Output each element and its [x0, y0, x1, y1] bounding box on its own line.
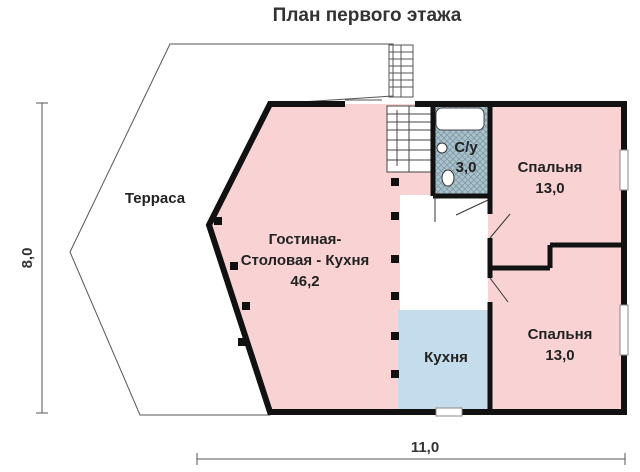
bedroom1-label: Спальня	[518, 159, 583, 176]
bedroom1-floor	[490, 104, 624, 250]
living-label-line1: Гостиная-	[269, 231, 342, 248]
bathroom-label: С/у	[454, 139, 478, 156]
width-dimension	[196, 453, 626, 465]
living-label-line2: Столовая - Кухня	[241, 252, 370, 269]
kitchen-floor	[398, 310, 488, 410]
toilet-icon	[441, 169, 455, 187]
bedroom2-area: 13,0	[545, 347, 574, 364]
bedroom1-area: 13,0	[535, 180, 564, 197]
windows	[435, 149, 629, 417]
entry-stairs	[388, 44, 414, 98]
sink-icon	[436, 142, 448, 154]
door-swings	[434, 196, 511, 303]
height-dimension	[36, 102, 48, 414]
terrace-label: Терраса	[125, 190, 186, 207]
living-area: 46,2	[290, 273, 319, 290]
bedroom2-label: Спальня	[528, 326, 593, 343]
width-dimension-label: 11,0	[411, 439, 439, 456]
interior-stair	[386, 105, 432, 173]
kitchen-label: Кухня	[424, 349, 468, 366]
height-dimension-label: 8,0	[19, 248, 36, 269]
bedroom2-floor	[490, 250, 624, 412]
interior-walls	[430, 104, 624, 412]
corridor-floor	[400, 195, 488, 310]
column-markers	[214, 178, 399, 378]
plan-title: План первого этажа	[273, 5, 462, 26]
bathtub	[435, 107, 485, 131]
outer-walls	[205, 99, 627, 415]
bathroom-area: 3,0	[456, 159, 477, 176]
